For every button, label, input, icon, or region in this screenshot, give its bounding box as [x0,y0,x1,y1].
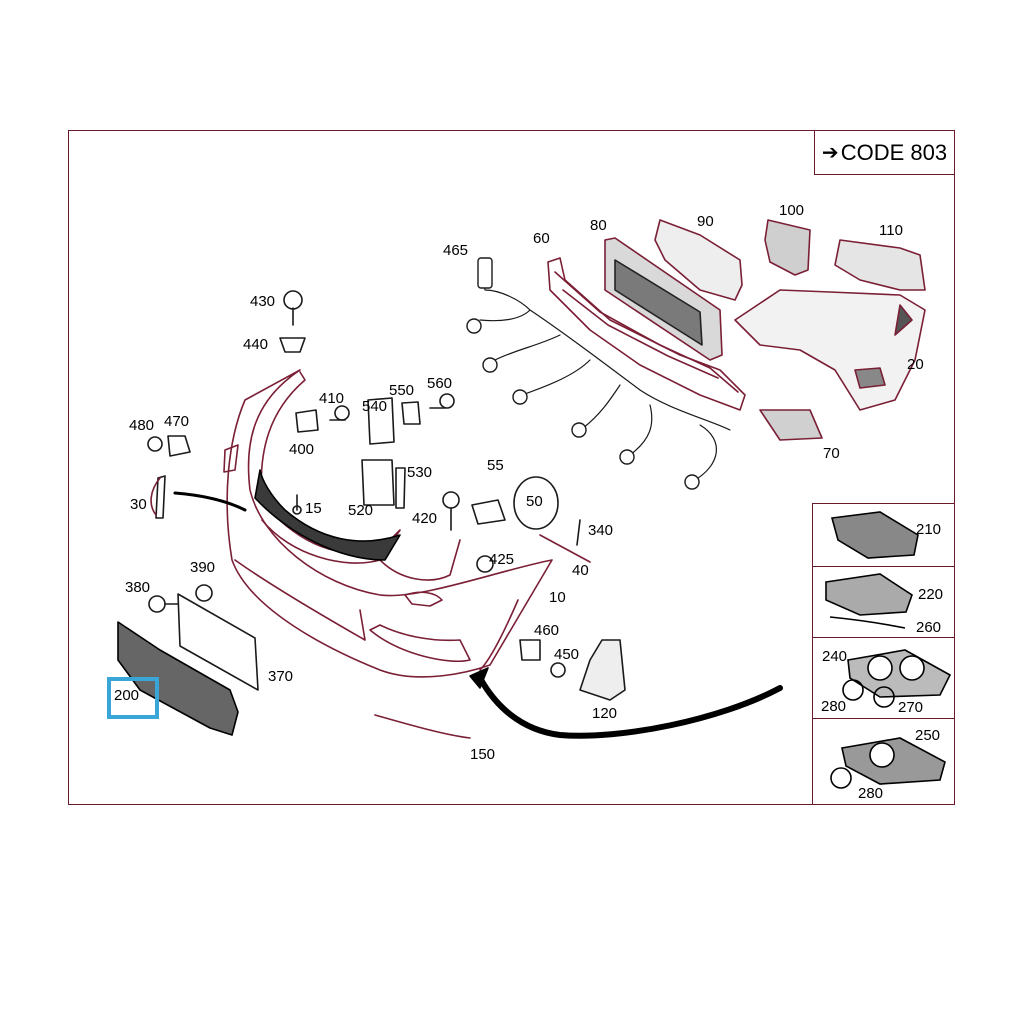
part-label-200[interactable]: 200 [114,687,140,704]
code-label-box: ➔ CODE 803 [814,131,954,175]
part-label-150[interactable]: 150 [470,746,496,763]
part-label-80[interactable]: 80 [590,217,607,234]
part-label-110[interactable]: 110 [879,222,903,239]
part-label-240[interactable]: 240 [822,648,848,665]
code-label: CODE 803 [840,139,948,165]
part-label-340[interactable]: 340 [588,522,614,539]
part-label-260[interactable]: 260 [916,619,942,636]
part-label-550[interactable]: 550 [389,382,415,399]
part-label-90[interactable]: 90 [697,213,714,230]
part-label-425[interactable]: 425 [489,551,515,568]
part-label-280-b[interactable]: 280 [858,785,884,802]
impact-absorber [547,257,746,411]
part-label-280-a[interactable]: 280 [821,698,847,715]
part-label-390[interactable]: 390 [190,559,216,576]
part-label-420[interactable]: 420 [412,510,438,527]
reinforcement-beam [604,237,723,361]
part-label-470[interactable]: 470 [164,413,190,430]
part-label-30[interactable]: 30 [130,496,147,513]
part-label-270[interactable]: 270 [898,699,924,716]
part-label-380[interactable]: 380 [125,579,151,596]
wiring-harness [479,259,731,481]
part-label-15[interactable]: 15 [305,500,322,517]
part-label-120[interactable]: 120 [592,705,618,722]
part-label-50[interactable]: 50 [526,493,543,510]
arrow-right-icon: ➔ [821,142,839,164]
part-label-480[interactable]: 480 [129,417,155,434]
inset-panel-250 [812,718,955,805]
part-label-540[interactable]: 540 [362,398,388,415]
part-label-400[interactable]: 400 [289,441,315,458]
part-label-100[interactable]: 100 [779,202,805,219]
part-label-440[interactable]: 440 [243,336,269,353]
part-label-460[interactable]: 460 [534,622,560,639]
part-label-55[interactable]: 55 [487,457,504,474]
part-label-60[interactable]: 60 [533,230,550,247]
inset-panel-240 [812,637,955,718]
highlight-box [107,677,159,719]
part-label-210[interactable]: 210 [916,521,942,538]
diagram-frame [68,130,955,805]
part-label-370[interactable]: 370 [268,668,294,685]
part-label-520[interactable]: 520 [348,502,374,519]
inset-panel-220 [812,566,955,637]
inset-panel-210 [812,503,955,566]
part-label-560[interactable]: 560 [427,375,453,392]
part-label-465[interactable]: 465 [443,242,469,259]
part-label-70[interactable]: 70 [823,445,840,462]
part-label-250[interactable]: 250 [915,727,941,744]
part-label-40[interactable]: 40 [572,562,589,579]
part-label-220[interactable]: 220 [918,586,944,603]
part-label-450[interactable]: 450 [554,646,580,663]
part-label-430[interactable]: 430 [250,293,276,310]
part-label-20[interactable]: 20 [907,356,924,373]
part-label-530[interactable]: 530 [407,464,433,481]
part-label-410[interactable]: 410 [319,390,345,407]
part-label-10[interactable]: 10 [549,589,566,606]
